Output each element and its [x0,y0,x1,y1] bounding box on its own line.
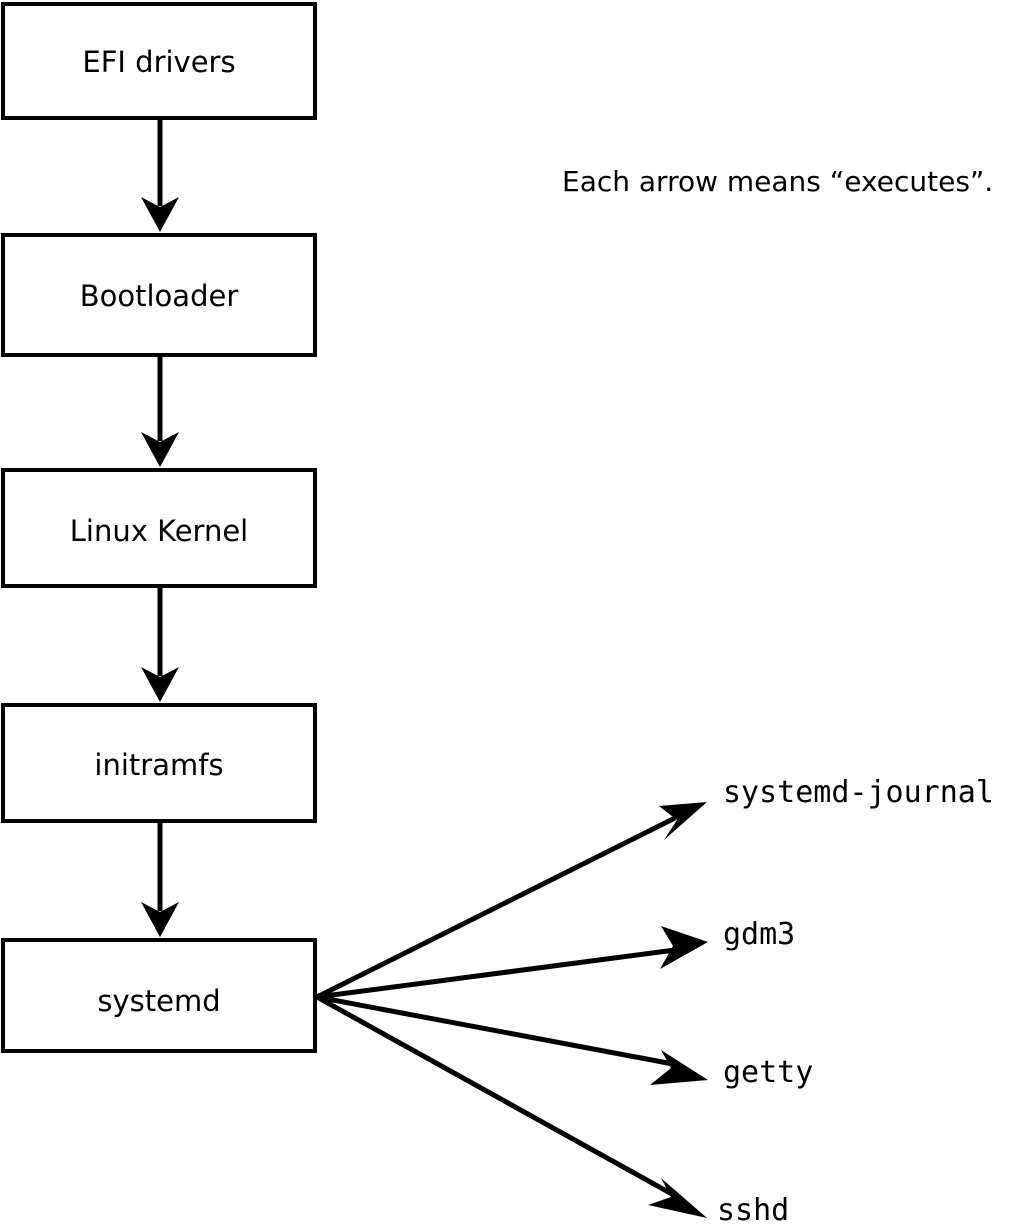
process-label-systemd-journal: systemd-journal [723,775,994,810]
arrow-efi-drivers-to-bootloader [141,120,179,232]
box-label-efi-drivers: EFI drivers [82,45,235,79]
arrow-initramfs-to-systemd [141,823,179,937]
diagram-caption: Each arrow means “executes”. [562,165,993,198]
arrow-shaft [315,815,677,1000]
box-outline-systemd [1,938,317,1053]
arrow-shaft [316,994,674,1067]
process-label-getty: getty [723,1055,813,1090]
arrow-head-down-icon [141,197,179,232]
arrow-head-down-icon [141,667,179,702]
arrow-bootloader-to-linux-kernel [141,357,179,467]
box-label-systemd: systemd [97,984,220,1018]
process-label-gdm3: gdm3 [723,917,795,952]
box-label-linux-kernel: Linux Kernel [70,514,248,548]
arrow-systemd-to-gdm3 [316,926,708,1000]
arrow-head-icon [650,1050,708,1085]
box-outline-bootloader [1,233,317,357]
stage-box-initramfs[interactable]: initramfs [1,703,317,823]
arrow-head-down-icon [141,432,179,467]
arrow-head-icon [648,1178,707,1218]
process-label-sshd: sshd [717,1193,789,1228]
box-outline-linux-kernel [1,468,317,588]
arrow-head-icon [659,802,707,840]
stage-box-linux-kernel[interactable]: Linux Kernel [1,468,317,588]
box-outline-efi-drivers [1,2,317,120]
stage-box-efi-drivers[interactable]: EFI drivers [1,2,317,120]
arrow-head-down-icon [141,902,179,937]
box-outline-initramfs [1,703,317,823]
box-label-initramfs: initramfs [94,748,223,782]
arrow-shaft [315,994,674,1197]
stage-box-systemd[interactable]: systemd [1,938,317,1053]
arrow-systemd-to-systemd-journal [315,802,707,1000]
arrow-systemd-to-sshd [315,994,707,1218]
arrow-linux-kernel-to-initramfs [141,588,179,702]
arrow-shaft [316,947,676,1000]
arrow-systemd-to-getty [316,994,708,1085]
stage-box-bootloader[interactable]: Bootloader [1,233,317,357]
box-label-bootloader: Bootloader [80,279,239,313]
arrow-head-icon [660,926,708,969]
